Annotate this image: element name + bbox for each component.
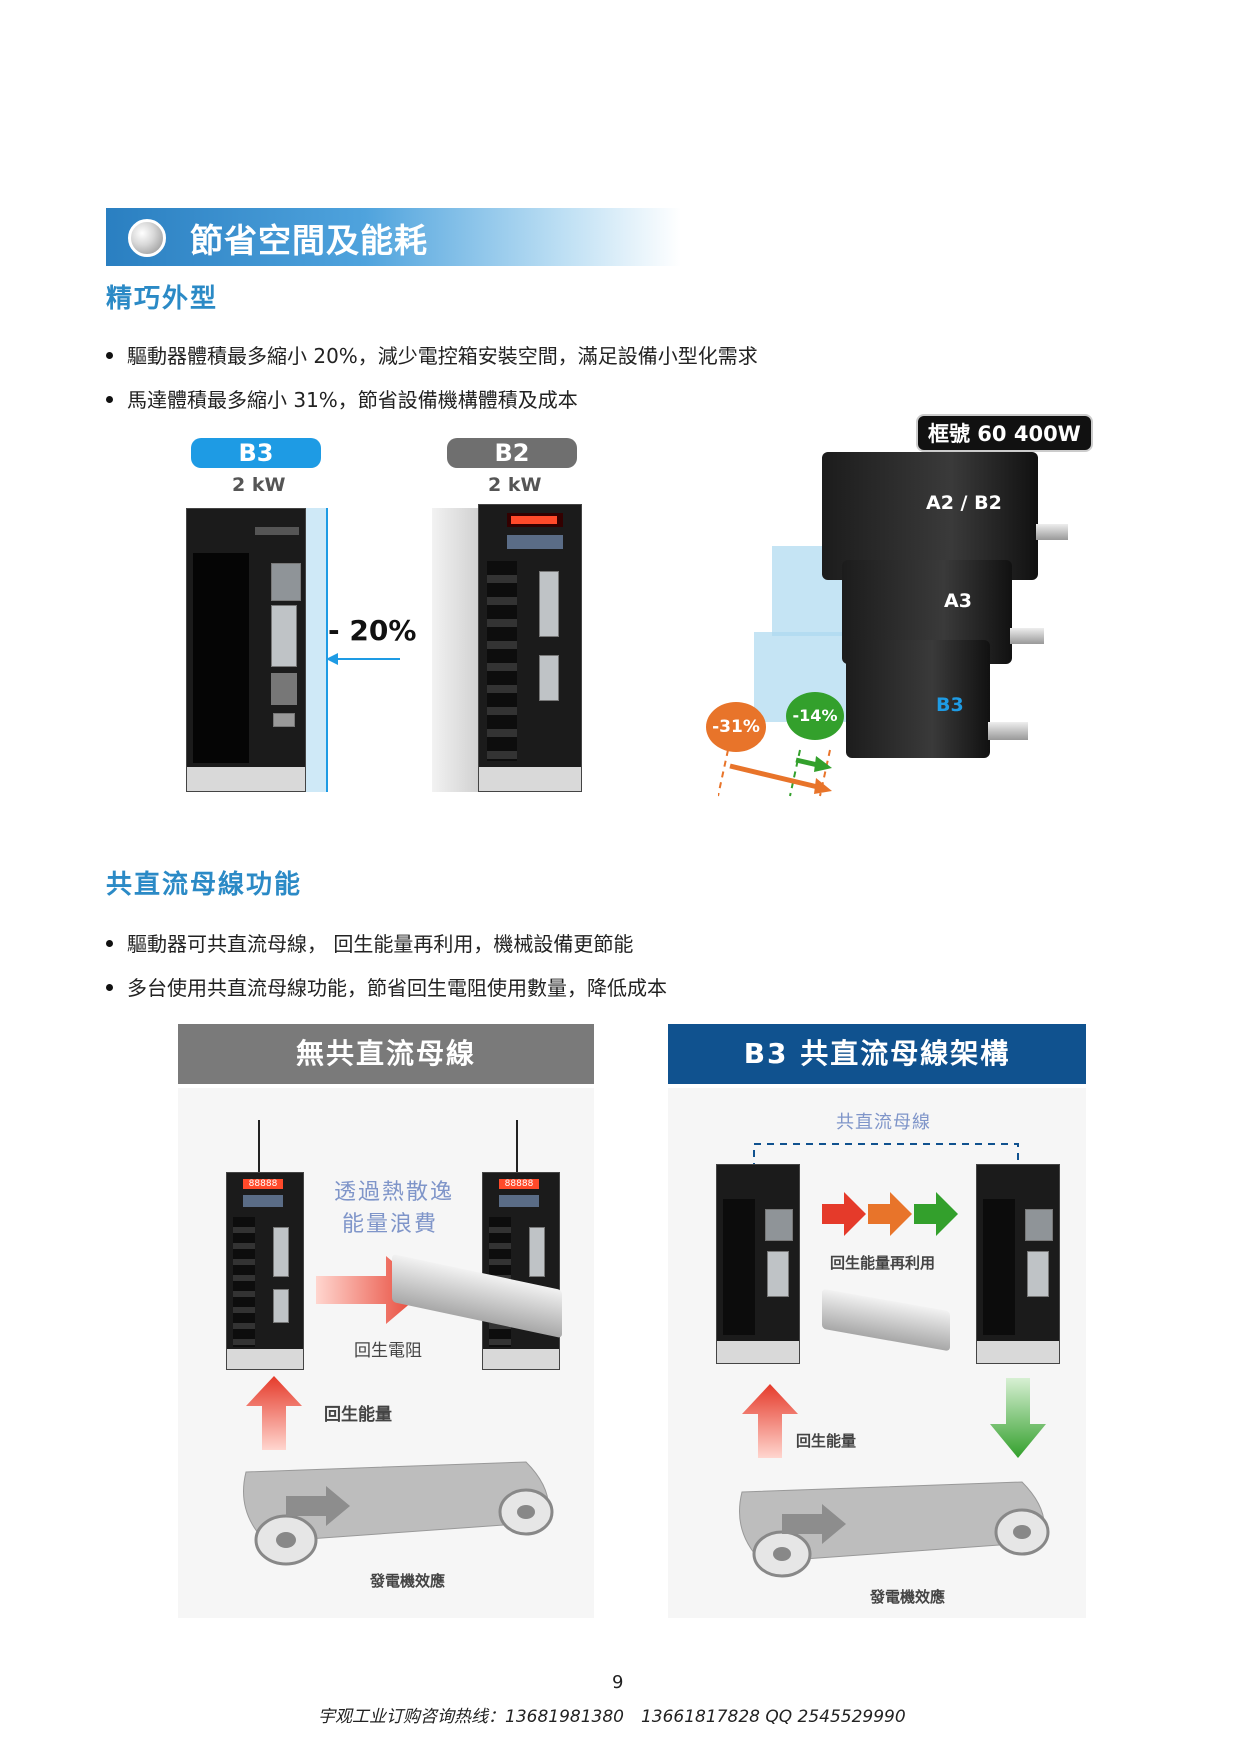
b3-drive-image [186,508,306,792]
compact-bullet-1-text: 驅動器體積最多縮小 20%，減少電控箱安裝空間，滿足設備小型化需求 [127,344,758,368]
motor-shaft [988,722,1028,740]
left-drive-1-image: 88888 [226,1172,304,1370]
bullet-dot-icon [106,940,113,947]
dcbus-bullet-2-text: 多台使用共直流母線功能，節省回生電阻使用數量，降低成本 [127,976,667,1000]
right-generator-label: 發電機效應 [870,1588,946,1606]
motor-reduction-arrows-icon [718,749,832,797]
b2-display [511,516,557,524]
dcbus-architecture-header: B3 共直流母線架構 [668,1024,1086,1084]
motor-a3-label: A3 [944,590,972,612]
page-number: 9 [612,1672,624,1693]
io-connector [271,605,297,667]
dcbus-bullet-1-text: 驅動器可共直流母線， 回生能量再利用，機械設備更節能 [127,932,634,956]
generator-web-roller-image [243,1461,554,1566]
regen-up-arrow-icon [742,1384,798,1458]
no-dcbus-header: 無共直流母線 [178,1024,594,1084]
left-generator-label: 發電機效應 [370,1572,446,1590]
right-drive-1-image [716,1164,800,1364]
right-regen-label: 回生能量 [796,1432,857,1450]
motor-a2-b2-label: A2 / B2 [926,492,1002,514]
heat-waste-text-1: 透過熱散逸 [334,1180,455,1205]
generator-web-roller-image [739,1481,1050,1578]
compact-heading: 精巧外型 [106,284,219,314]
b2-heatsink [432,508,482,792]
regen-up-arrow-icon [246,1376,302,1450]
left-regen-label: 回生能量 [324,1405,392,1425]
dcbus-bullet-1: 驅動器可共直流母線， 回生能量再利用，機械設備更節能 [106,928,633,957]
energy-transfer-arrows-icon [822,1192,958,1236]
b2-model-label: B2 [447,438,577,468]
b2-power-label: 2 kW [488,474,542,496]
drive-reduction-label: - 20% [328,614,417,647]
ethernet-port [271,563,301,601]
left-drive-2-display: 88888 [499,1179,539,1189]
motor-b3-label: B3 [936,694,964,716]
bullet-dot-icon [106,352,113,359]
shared-bus-label: 共直流母線 [836,1112,931,1133]
compact-bullet-1: 驅動器體積最多縮小 20%，減少電控箱安裝空間，滿足設備小型化需求 [106,340,758,369]
compact-bullet-2: 馬達體積最多縮小 31%，節省設備機構體積及成本 [106,384,578,413]
compact-bullet-2-text: 馬達體積最多縮小 31%，節省設備機構體積及成本 [127,388,578,412]
b2-drive-image [478,504,582,792]
motor-shaft [1010,628,1044,644]
left-drive-1-display: 88888 [243,1179,283,1189]
resistor-label: 回生電阻 [354,1341,422,1361]
regen-down-arrow-icon [990,1378,1046,1458]
regen-reuse-label: 回生能量再利用 [830,1254,936,1272]
motor-reduction-31-badge: -31% [706,702,766,752]
section-title: 節省空間及能耗 [190,221,428,260]
b3-power-label: 2 kW [232,474,286,496]
b2-terminal-block [487,561,517,761]
dcbus-heading: 共直流母線功能 [106,870,303,900]
motor-frame-badge: 框號 60 400W [916,414,1093,452]
left-drive-2-image: 88888 [482,1172,560,1370]
b3-model-label: B3 [191,438,321,468]
dcbus-bullet-2: 多台使用共直流母線功能，節省回生電阻使用數量，降低成本 [106,972,667,1001]
bullet-dot-icon [106,396,113,403]
motor-shaft [1036,524,1068,540]
heat-waste-text-2: 能量浪費 [342,1212,439,1237]
motor-b3-image [846,640,990,758]
reduction-arrow-icon [326,653,400,665]
section-bullet-icon [128,219,166,257]
section-banner [106,208,681,266]
motor-a2-b2-image [822,452,1038,580]
right-drive-2-image [976,1164,1060,1364]
bullet-dot-icon [106,984,113,991]
motor-reduction-14-badge: -14% [786,692,844,740]
footer-hotline: 宇观工业订购咨询热线：13681981380 13661817828 QQ 25… [318,1707,906,1727]
shared-bus-dashed-line-icon [753,1143,1019,1170]
